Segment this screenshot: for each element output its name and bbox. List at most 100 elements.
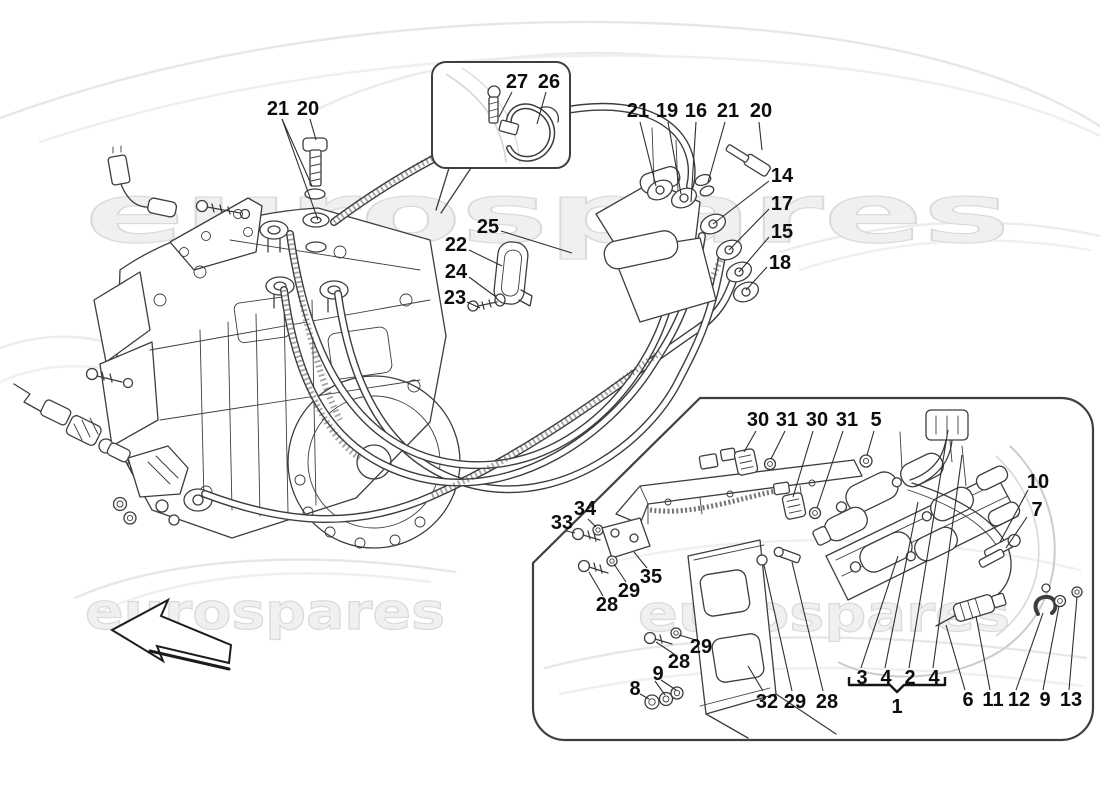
callout-15: 15: [771, 221, 793, 243]
callout-29: 29: [690, 636, 712, 658]
leader-line-20: [309, 118, 317, 141]
callout-10: 10: [1027, 471, 1049, 493]
leader-line-29: [678, 634, 697, 641]
leader-line-30: [792, 430, 814, 498]
leader-line-18: [745, 266, 768, 291]
leader-line-23: [466, 301, 481, 309]
pressure-sensor-group: [935, 533, 1083, 627]
callout-31: 31: [776, 409, 798, 431]
leader-line-17: [728, 208, 770, 251]
leader-line-5: [866, 430, 875, 456]
leader-line-8: [639, 693, 650, 700]
callout-29: 29: [784, 691, 806, 713]
leader-line-24: [468, 276, 497, 298]
gearbox-line-art: [13, 61, 1095, 742]
callout-18: 18: [769, 252, 791, 274]
hydraulic-power-unit-group: [571, 409, 1083, 739]
leader-line-25: [500, 230, 573, 254]
leader-line-30: [743, 430, 757, 453]
callout-2: 2: [904, 667, 915, 689]
panel-fasteners: [571, 517, 801, 710]
inset-detail-box: [431, 61, 571, 214]
callout-21: 21: [717, 100, 739, 122]
leader-line-26: [536, 91, 547, 125]
callout-32: 32: [756, 691, 778, 713]
callout-20: 20: [297, 98, 319, 120]
leader-line-4: [932, 454, 963, 669]
callout-19: 19: [656, 100, 678, 122]
direction-arrow: [109, 597, 233, 671]
callout-1: 1: [891, 696, 902, 718]
callout-30: 30: [806, 409, 828, 431]
callout-26: 26: [538, 71, 560, 93]
callout-7: 7: [1031, 499, 1042, 521]
callout-11: 11: [982, 689, 1003, 711]
callout-14: 14: [771, 165, 794, 187]
banjo-bolt-stack: [302, 137, 330, 253]
callout-13: 13: [1060, 689, 1082, 711]
leader-line-31: [770, 430, 786, 460]
solenoid-valve-block: [812, 419, 1021, 601]
callout-28: 28: [816, 691, 838, 713]
leader-line-10: [999, 489, 1029, 543]
leader-line-28: [655, 641, 675, 655]
leader-line-29: [613, 563, 627, 583]
leader-line-20: [758, 121, 763, 151]
callout-31: 31: [836, 409, 858, 431]
leader-line-9: [1042, 605, 1060, 691]
callout-17: 17: [771, 193, 793, 215]
leader-line-16: [690, 121, 697, 203]
leader-line-9: [660, 679, 677, 691]
corrugated-cable: [649, 487, 781, 514]
hose-clip-group: [467, 241, 533, 312]
callout-27: 27: [506, 71, 528, 93]
callout-25: 25: [477, 216, 499, 238]
leader-line-11: [975, 615, 991, 691]
callout-3: 3: [856, 667, 867, 689]
leader-line-9: [654, 680, 666, 696]
leader-line-2: [908, 429, 949, 669]
leader-line-33: [565, 530, 576, 534]
support-plate: [687, 539, 837, 739]
leader-line-31: [816, 430, 844, 509]
callout-28: 28: [596, 594, 618, 616]
leader-line-7: [1005, 516, 1028, 549]
callout-29: 29: [618, 580, 640, 602]
callout-24: 24: [445, 261, 468, 283]
callout-8: 8: [629, 678, 640, 700]
callout-21: 21: [267, 98, 289, 120]
group-brace: [847, 677, 947, 694]
callout-21: 21: [627, 100, 649, 122]
callout-12: 12: [1008, 689, 1030, 711]
callout-23: 23: [444, 287, 466, 309]
callout-16: 16: [685, 100, 707, 122]
leader-line-14: [712, 180, 770, 225]
leader-line-6: [945, 624, 966, 691]
callout-28: 28: [668, 651, 690, 673]
clutch-actuator-cluster: [595, 127, 771, 323]
leader-line-35: [633, 551, 648, 569]
leader-line-28: [588, 571, 604, 597]
leader-line-29: [763, 564, 793, 692]
callout-9: 9: [1039, 689, 1050, 711]
car-silhouette-watermarks: [0, 20, 1100, 616]
callout-30: 30: [747, 409, 769, 431]
callout-6: 6: [962, 689, 973, 711]
callout-34: 34: [574, 498, 597, 520]
leader-line-21: [281, 118, 313, 187]
callout-20: 20: [750, 100, 772, 122]
leader-line-21: [281, 118, 319, 221]
callout-33: 33: [551, 512, 573, 534]
leader-line-4: [884, 501, 919, 669]
callout-9: 9: [652, 663, 663, 685]
leader-line-13: [1068, 596, 1078, 691]
angled-bolt: [725, 144, 771, 177]
callout-22: 22: [445, 234, 467, 256]
leader-line-21: [707, 121, 726, 183]
leader-line-15: [738, 236, 770, 273]
leader-line-22: [468, 249, 503, 267]
sensor-cable-assembly: [107, 145, 251, 220]
exploded-shaft-parts: [13, 367, 213, 526]
leader-line-21: [639, 121, 657, 187]
